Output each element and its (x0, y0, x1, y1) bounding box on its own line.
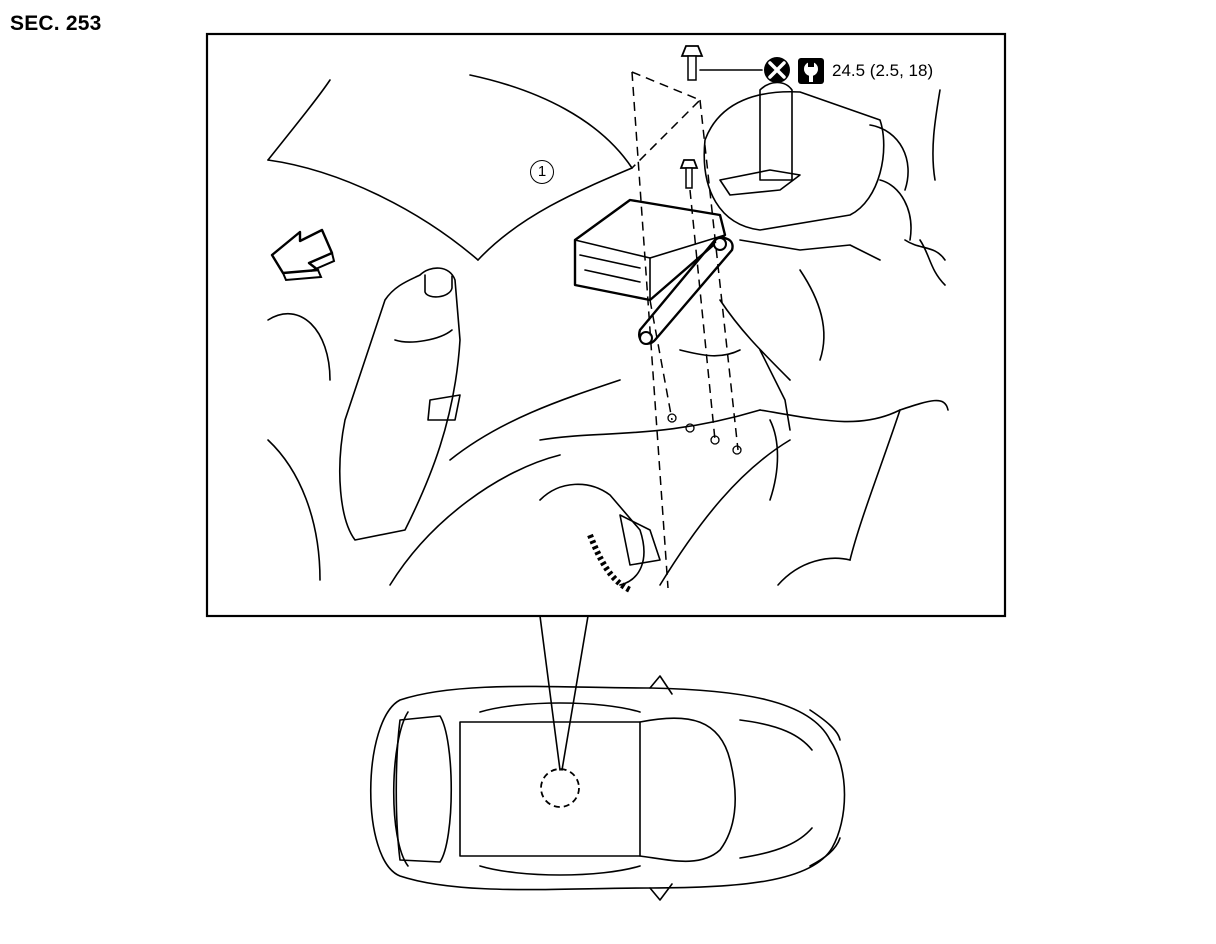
x-circle-icon (764, 57, 790, 83)
detail-frame (205, 32, 1007, 618)
vehicle-top-view (369, 675, 846, 901)
interior-background (267, 74, 949, 586)
torque-wrench-icon (798, 58, 824, 84)
parking-brake-lever (339, 267, 461, 541)
installation-guides (631, 71, 739, 589)
location-marker (540, 768, 580, 808)
location-leader (539, 615, 589, 771)
wire-harness (539, 419, 779, 593)
shift-lever-assembly (679, 81, 946, 431)
torque-spec-label: 24.5 (2.5, 18) (832, 61, 934, 80)
callout-1: 1 (530, 160, 554, 184)
control-unit (573, 198, 734, 345)
section-label: SEC. 253 (10, 12, 102, 35)
mounting-bolt-upper (680, 45, 704, 81)
front-arrow-icon (270, 228, 336, 282)
mounting-holes (667, 413, 742, 455)
mounting-bolt-lower (679, 159, 699, 189)
